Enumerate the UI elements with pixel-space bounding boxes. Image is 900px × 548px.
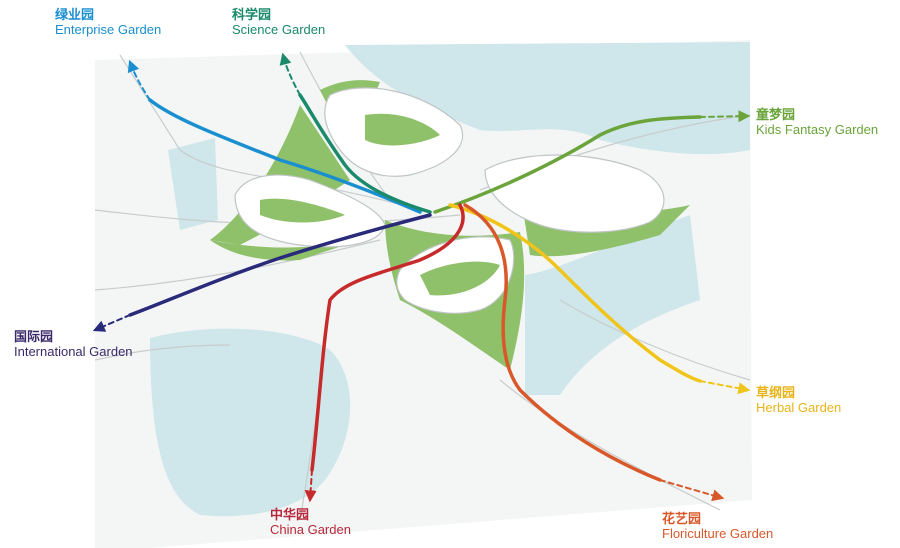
label-floriculture-en: Floriculture Garden xyxy=(662,525,774,541)
label-science-zh: 科学园 xyxy=(232,7,272,22)
route-science-spur xyxy=(279,52,301,96)
label-enterprise: 绿业园 Enterprise Garden xyxy=(55,7,162,38)
label-science-en: Science Garden xyxy=(232,21,326,37)
label-floriculture-zh: 花艺园 xyxy=(662,511,702,526)
water-east xyxy=(525,215,700,395)
route-floriculture-spur xyxy=(659,479,725,502)
route-enterprise-line xyxy=(148,98,422,214)
route-herbal-line xyxy=(448,203,702,383)
label-international: 国际园 International Garden xyxy=(14,329,133,360)
label-enterprise-en: Enterprise Garden xyxy=(55,21,162,37)
route-kids-line xyxy=(433,115,702,214)
route-international-spur xyxy=(92,314,131,332)
label-floriculture: 花艺园 Floriculture Garden xyxy=(662,511,774,542)
label-herbal: 草纲园 Herbal Garden xyxy=(756,385,842,416)
route-herbal-spur xyxy=(699,380,751,395)
route-lines xyxy=(92,52,751,503)
route-science-line xyxy=(298,93,432,214)
route-floriculture-line xyxy=(463,203,662,482)
label-china-zh: 中华园 xyxy=(270,507,310,522)
water-south xyxy=(150,328,351,517)
label-herbal-en: Herbal Garden xyxy=(756,399,842,415)
building-courtyards xyxy=(260,113,500,296)
label-international-zh: 国际园 xyxy=(14,329,54,344)
water-west xyxy=(168,138,218,230)
label-kids-zh: 童梦园 xyxy=(756,107,796,122)
label-kids-en: Kids Fantasy Garden xyxy=(756,121,879,137)
route-enterprise-spur xyxy=(127,59,151,101)
label-china-en: China Garden xyxy=(270,521,351,537)
route-kids-spur xyxy=(699,110,751,123)
label-international-en: International Garden xyxy=(14,343,133,359)
route-international-line xyxy=(128,213,432,317)
route-china-spur xyxy=(304,469,317,503)
label-china: 中华园 China Garden xyxy=(270,507,351,538)
label-enterprise-zh: 绿业园 xyxy=(55,7,95,22)
route-china-line xyxy=(310,203,465,472)
label-herbal-zh: 草纲园 xyxy=(756,385,796,400)
label-science: 科学园 Science Garden xyxy=(232,7,326,38)
label-kids: 童梦园 Kids Fantasy Garden xyxy=(756,107,879,138)
water-north xyxy=(345,42,750,155)
